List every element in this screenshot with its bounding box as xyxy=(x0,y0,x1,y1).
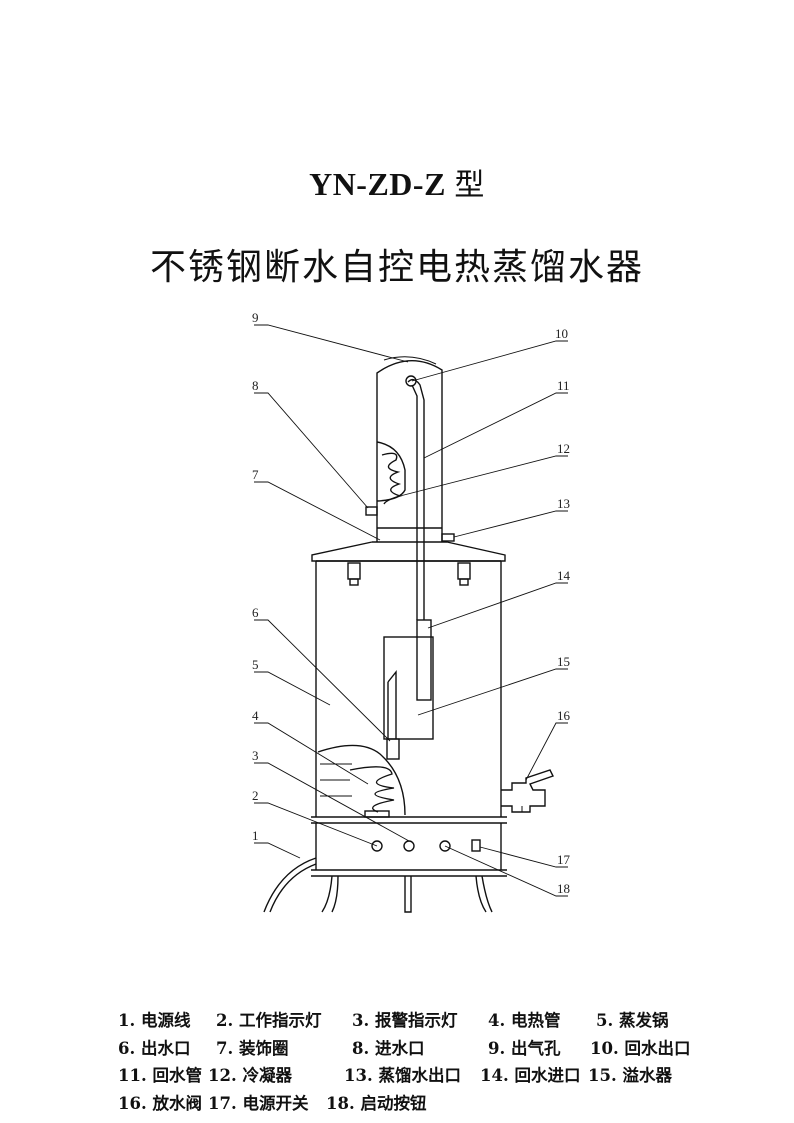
callout-8: 8 xyxy=(252,378,259,393)
legend-item: 6. 出水口 xyxy=(118,1038,191,1058)
water-surface xyxy=(317,744,406,816)
decorative-ring xyxy=(372,527,447,543)
product-name: 不锈钢断水自控电热蒸馏水器 xyxy=(149,247,644,288)
legend-item: 10. 回水出口 xyxy=(590,1038,691,1058)
legend-row: 16. 放水阀 17. 电源开关 18. 启动按钮 xyxy=(118,1090,758,1118)
legend-item: 5. 蒸发锅 xyxy=(596,1011,669,1030)
return-outlet xyxy=(405,375,417,387)
clip-right xyxy=(457,562,471,580)
overflow-device xyxy=(383,636,434,740)
evaporation-pot xyxy=(315,560,502,817)
legend-item: 4. 电热管 xyxy=(488,1011,561,1030)
callout-12: 12 xyxy=(557,441,570,456)
callout-13: 13 xyxy=(557,496,570,511)
drain-valve xyxy=(501,769,554,813)
power-cord xyxy=(263,857,317,913)
condenser-column xyxy=(376,360,443,542)
legend-item: 7. 装饰圈 xyxy=(216,1038,289,1058)
callout-1: 1 xyxy=(252,828,259,843)
callout-11: 11 xyxy=(557,378,570,393)
legend-row: 1. 电源线 2. 工作指示灯 3. 报警指示灯 4. 电热管 5. 蒸发锅 xyxy=(118,1007,758,1035)
legend-item: 11. 回水管 xyxy=(118,1066,202,1085)
callout-5: 5 xyxy=(252,657,259,672)
legend-row: 11. 回水管 12. 冷凝器 13. 蒸馏水出口 14. 回水进口 15. 溢… xyxy=(118,1062,758,1090)
callout-15: 15 xyxy=(557,654,570,669)
legend-item: 3. 报警指示灯 xyxy=(352,1011,458,1030)
callout-10: 10 xyxy=(555,326,568,341)
legend-item: 15. 溢水器 xyxy=(588,1066,672,1085)
legend-item: 8. 进水口 xyxy=(352,1038,425,1058)
callout-7: 7 xyxy=(252,467,259,482)
legend-item: 14. 回水进口 xyxy=(480,1066,581,1085)
distilled-outlet xyxy=(441,533,455,542)
water-outlet xyxy=(386,738,400,760)
condenser-coil xyxy=(381,452,403,505)
callout-4: 4 xyxy=(252,708,259,723)
callout-14: 14 xyxy=(557,568,571,583)
legend-item: 12. 冷凝器 xyxy=(208,1066,292,1085)
legend-item: 1. 电源线 xyxy=(118,1011,191,1030)
legend-item: 9. 出气孔 xyxy=(488,1038,561,1058)
model-suffix: 型 xyxy=(454,168,485,203)
work-indicator xyxy=(371,840,383,852)
parts-legend: 1. 电源线 2. 工作指示灯 3. 报警指示灯 4. 电热管 5. 蒸发锅 6… xyxy=(118,1007,758,1117)
outlet-spout xyxy=(387,670,397,739)
leg-right xyxy=(475,875,493,913)
power-switch xyxy=(471,839,481,852)
legend-item: 17. 电源开关 xyxy=(208,1093,309,1113)
leg-center xyxy=(404,876,412,913)
alarm-indicator xyxy=(403,840,415,852)
callout-9: 9 xyxy=(252,310,259,325)
callout-16: 16 xyxy=(557,708,571,723)
condenser-window xyxy=(376,441,406,502)
callout-2: 2 xyxy=(252,788,259,803)
callout-18: 18 xyxy=(557,881,570,896)
model-title: YN-ZD-Z 型 xyxy=(0,160,794,204)
legend-item: 16. 放水阀 xyxy=(118,1093,202,1113)
start-button xyxy=(439,840,451,852)
return-inlet xyxy=(416,619,432,701)
legend-item: 2. 工作指示灯 xyxy=(216,1011,322,1030)
leg-left xyxy=(321,875,339,913)
heating-coil xyxy=(349,766,395,813)
model-code: YN-ZD-Z xyxy=(309,166,446,202)
callout-6: 6 xyxy=(252,605,259,620)
lid xyxy=(311,541,506,562)
clip-left xyxy=(347,562,361,580)
callout-17: 17 xyxy=(557,852,571,867)
legend-item: 18. 启动按钮 xyxy=(326,1093,427,1113)
return-pipe xyxy=(407,378,425,620)
callout-3: 3 xyxy=(252,748,259,763)
legend-item: 13. 蒸馏水出口 xyxy=(344,1066,461,1085)
legend-row: 6. 出水口 7. 装饰圈 8. 进水口 9. 出气孔 10. 回水出口 xyxy=(118,1035,758,1063)
control-band xyxy=(311,816,507,877)
water-inlet xyxy=(365,506,378,516)
